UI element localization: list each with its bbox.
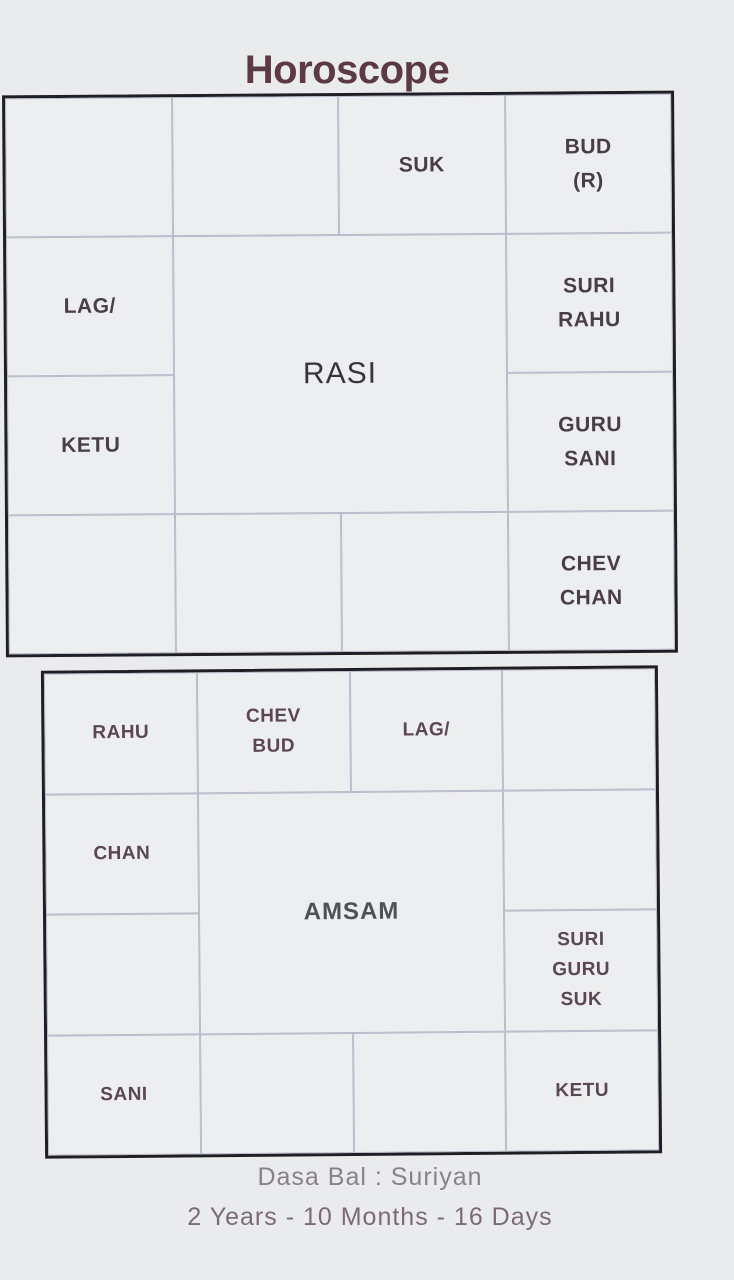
amsam-house-r2c1: CHAN	[44, 792, 199, 915]
rasi-house-r1c1	[5, 97, 173, 238]
rasi-house-r4c3	[340, 511, 509, 652]
amsam-house-r4c3	[352, 1031, 507, 1153]
rasi-house-r1c2	[171, 96, 340, 237]
amsam-house-r3c4: SURI GURU SUK	[504, 909, 659, 1032]
rasi-house-r3c1: KETU	[7, 375, 175, 516]
dasa-duration-text: 2 Years - 10 Months - 16 Days	[187, 1203, 553, 1231]
amsam-house-r1c2: CHEV BUD	[196, 671, 351, 793]
rasi-chart: SUK BUD (R) LAG/ RASI SURI RAHU KETU GUR…	[2, 90, 678, 658]
page-title: Horoscope	[244, 48, 450, 92]
amsam-house-r1c4	[502, 668, 656, 791]
amsam-house-r4c1: SANI	[47, 1033, 201, 1156]
amsam-chart: RAHU CHEV BUD LAG/ CHAN AMSAM SURI GURU …	[40, 665, 663, 1159]
amsam-house-r4c2	[199, 1032, 354, 1155]
amsam-center-label: AMSAM	[197, 790, 506, 1034]
rasi-house-r4c1	[7, 514, 176, 655]
dasa-bal-text: Dasa Bal : Suriyan	[257, 1163, 483, 1191]
amsam-house-r1c3: LAG/	[349, 669, 504, 792]
amsam-house-r3c1	[46, 913, 200, 1036]
rasi-house-r2c1: LAG/	[6, 236, 174, 377]
rasi-house-r4c2	[174, 512, 342, 654]
rasi-house-r1c3: SUK	[338, 94, 506, 236]
rasi-center-label: RASI	[172, 233, 508, 515]
rasi-house-r2c4: SURI RAHU	[505, 232, 673, 373]
amsam-house-r4c4: KETU	[505, 1029, 660, 1152]
amsam-house-r2c4	[503, 788, 657, 911]
amsam-house-r1c1: RAHU	[43, 672, 198, 795]
rasi-house-r3c4: GURU SANI	[506, 371, 674, 512]
rasi-house-r1c4: BUD (R)	[504, 93, 673, 234]
rasi-house-r4c4: CHEV CHAN	[507, 510, 675, 651]
